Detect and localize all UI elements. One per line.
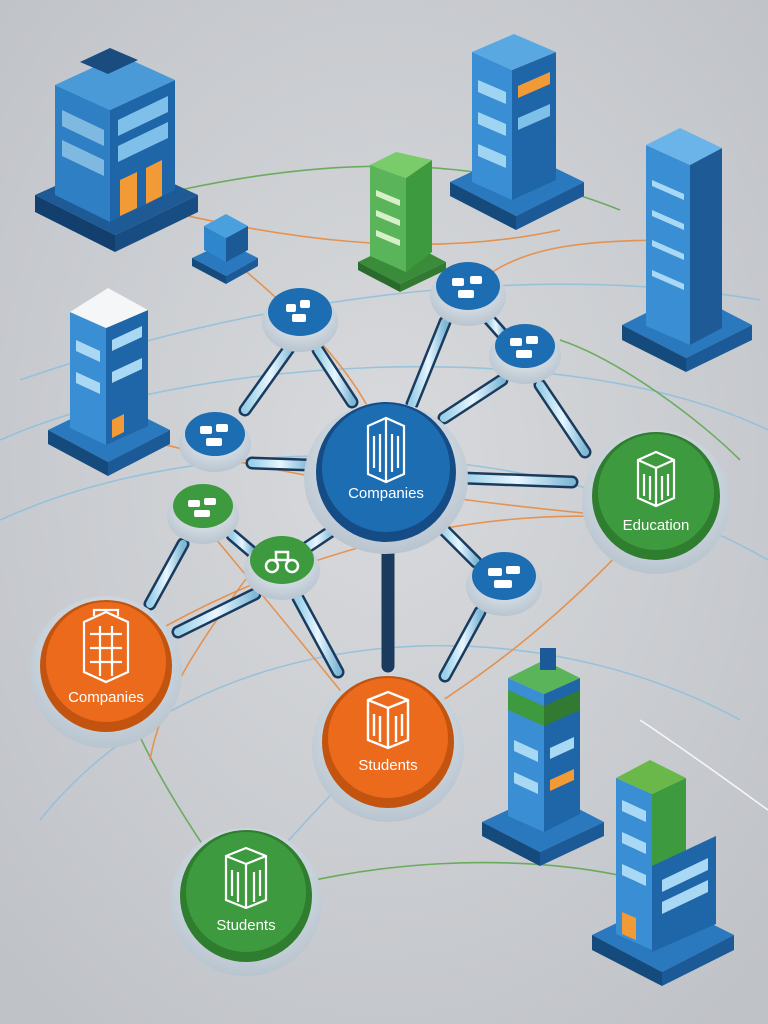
network-node[interactable] (179, 412, 251, 472)
puzzle-icon (510, 336, 538, 358)
building-icon (82, 608, 130, 684)
office-building-icon (592, 760, 734, 986)
office-building-icon (35, 48, 198, 252)
tube (171, 587, 262, 639)
network-node[interactable] (430, 262, 506, 326)
network-node[interactable] (167, 484, 239, 544)
office-building-icon (358, 152, 446, 292)
students-node[interactable]: Students (170, 828, 322, 976)
network-node[interactable] (489, 324, 561, 384)
education-node-label: Education (623, 517, 690, 534)
tube (533, 378, 592, 459)
puzzle-icon (286, 300, 310, 322)
tube (245, 456, 315, 472)
tube (225, 528, 259, 559)
companies-hub-label: Companies (348, 485, 424, 502)
link-line (149, 559, 261, 761)
puzzle-icon (264, 550, 300, 574)
tube (437, 373, 509, 425)
tube-connectors (143, 311, 592, 683)
students-node-label: Students (358, 757, 417, 774)
tube (291, 591, 345, 679)
students-node-bottom-label: Students (216, 917, 275, 934)
puzzle-icon (452, 276, 482, 298)
companies-node[interactable]: Companies (30, 596, 182, 748)
companies-hub-node[interactable]: Companies (304, 402, 468, 554)
network-node[interactable] (466, 552, 542, 616)
education-node[interactable]: Education (582, 430, 730, 574)
tube (438, 605, 487, 683)
puzzle-icon (188, 498, 216, 517)
office-building-icon (450, 34, 584, 230)
office-building-icon (622, 128, 752, 372)
network-node[interactable] (262, 288, 338, 352)
tube (311, 343, 359, 409)
office-building-icon (48, 288, 170, 476)
companies-node-label: Companies (68, 689, 144, 706)
building-icon (636, 450, 676, 508)
building-icon (366, 416, 406, 484)
office-building-icon (482, 648, 604, 866)
tube (238, 333, 302, 417)
building-icon (366, 690, 410, 750)
tube (405, 315, 452, 411)
link-line (639, 719, 768, 811)
tube (455, 471, 579, 489)
tube (143, 537, 190, 611)
tube (435, 521, 483, 569)
office-building-icon (192, 214, 258, 284)
link-line (559, 339, 741, 461)
puzzle-icon (200, 424, 228, 446)
students-node[interactable]: Students (312, 674, 464, 822)
building-icon (224, 846, 268, 910)
network-node[interactable] (244, 536, 320, 600)
puzzle-icon (488, 566, 520, 588)
